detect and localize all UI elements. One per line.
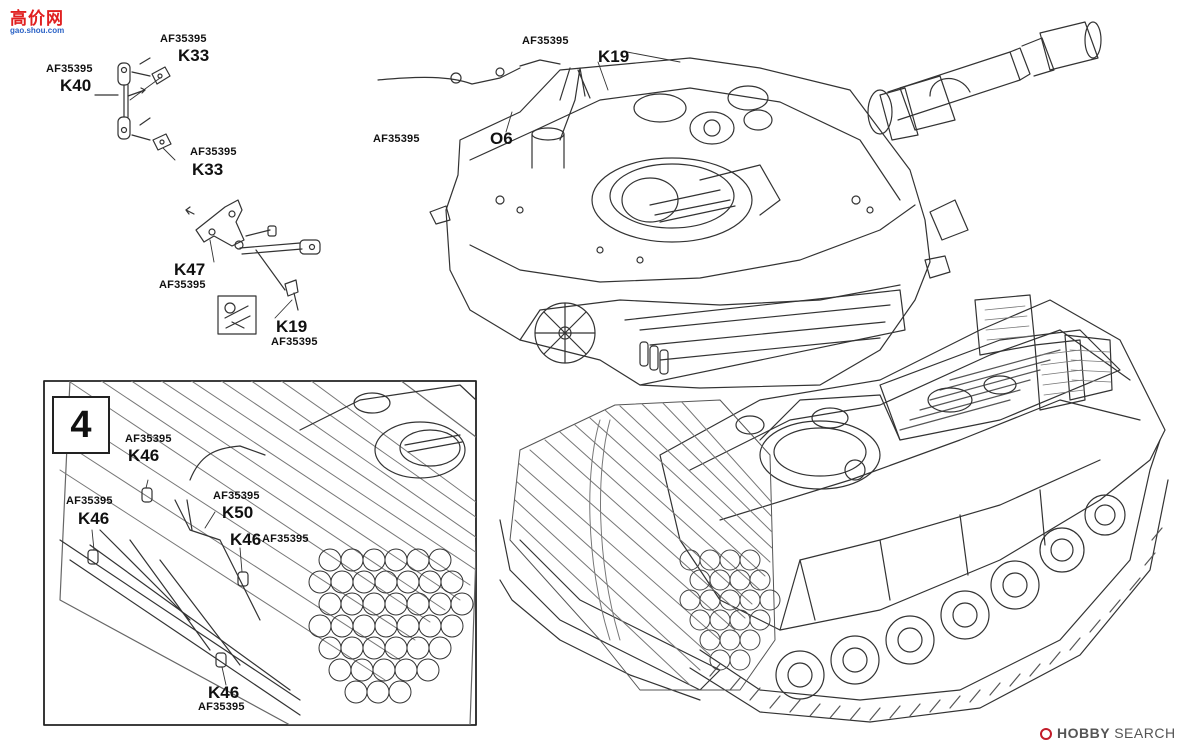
turret-drawing — [377, 21, 1102, 389]
label-o6: O6 — [490, 129, 513, 148]
label-k19-left: K19 — [276, 317, 308, 336]
label-af-k46-d: AF35395 — [198, 701, 245, 713]
label-af-k19-left: AF35395 — [271, 336, 318, 348]
part-k47-assembly — [185, 199, 321, 335]
label-af-turret-top: AF35395 — [522, 35, 569, 47]
label-k33-bot: K33 — [192, 160, 224, 179]
label-af-k47: AF35395 — [159, 279, 206, 291]
label-af-k46-c: AF35395 — [262, 533, 309, 545]
label-af-turret-left: AF35395 — [373, 133, 420, 145]
site-watermark-text: 高价网 — [10, 9, 64, 29]
label-af-k33-top: AF35395 — [160, 33, 207, 45]
step-number: 4 — [70, 404, 92, 446]
label-k19-turret: K19 — [598, 47, 630, 66]
label-k46-c: K46 — [230, 530, 262, 549]
brand-watermark: HOBBY SEARCH — [1040, 725, 1176, 741]
label-af-k46-b: AF35395 — [66, 495, 113, 507]
vehicle-drawing — [499, 294, 1169, 723]
label-k50: K50 — [222, 503, 254, 522]
label-af-k33-bot: AF35395 — [190, 146, 237, 158]
label-k46-b: K46 — [78, 509, 110, 528]
part-k40-assembly — [94, 57, 172, 151]
label-af-k46-a: AF35395 — [125, 433, 172, 445]
label-k46-a: K46 — [128, 446, 160, 465]
site-watermark: 高价网 gao.shou.com — [4, 4, 76, 38]
label-k40: K40 — [60, 76, 92, 95]
site-watermark-url: gao.shou.com — [10, 26, 65, 35]
label-k33-top: K33 — [178, 46, 210, 65]
vehicle-fascine — [509, 399, 781, 691]
label-k46-d: K46 — [208, 683, 240, 702]
brand-logo-icon — [1040, 728, 1052, 740]
label-af-k40: AF35395 — [46, 63, 93, 75]
inset-fascine-drawing — [59, 381, 476, 725]
label-af-k50: AF35395 — [213, 490, 260, 502]
brand-name-b: SEARCH — [1114, 725, 1176, 741]
step-number-box: 4 — [52, 396, 110, 454]
brand-name-a: HOBBY — [1057, 725, 1110, 741]
leader-lines — [91, 51, 681, 686]
label-k47: K47 — [174, 260, 206, 279]
